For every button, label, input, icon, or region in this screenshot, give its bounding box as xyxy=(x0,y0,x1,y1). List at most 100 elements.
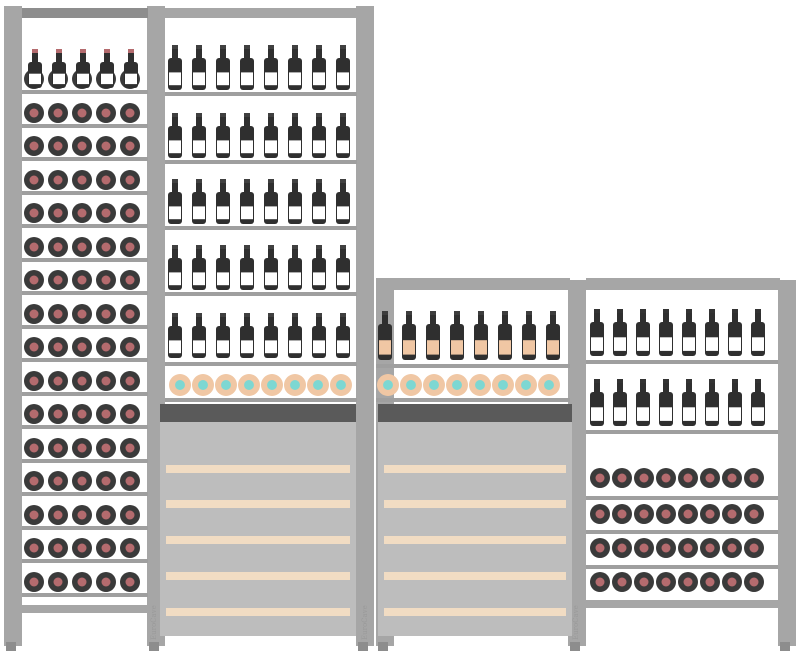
bottle-cap xyxy=(53,208,63,218)
bottle-cap xyxy=(77,510,87,520)
bottle-cap xyxy=(172,113,178,117)
bottle-cap xyxy=(101,577,111,587)
bottle-label xyxy=(77,73,89,85)
drawer-unit-left-top xyxy=(160,404,356,422)
bottle-label xyxy=(337,340,349,354)
bottle-label xyxy=(241,72,253,86)
shelf-left xyxy=(22,425,148,429)
bottle-cap xyxy=(406,311,412,315)
bottle-cap xyxy=(175,380,185,390)
bottle-label xyxy=(265,206,277,220)
bottle-cap xyxy=(172,45,178,49)
bottle-neck xyxy=(526,314,532,326)
bottle-cap xyxy=(340,245,346,249)
bottle-cap xyxy=(29,108,39,118)
bottle-neck xyxy=(172,116,178,128)
bottle-label xyxy=(499,340,511,355)
bottle-neck xyxy=(594,312,600,324)
bottle-cap xyxy=(53,409,63,419)
bottle-label xyxy=(752,407,764,421)
bottle-label xyxy=(169,206,181,220)
frame-foot xyxy=(378,642,388,651)
bottle-cap xyxy=(29,242,39,252)
bottle-neck xyxy=(220,316,226,328)
bottle-neck xyxy=(755,312,761,324)
brand-mark-left: EuroCave xyxy=(150,605,158,640)
bottle-cap xyxy=(617,473,627,483)
shelf-tall xyxy=(165,160,357,164)
bottle-neck xyxy=(663,382,669,394)
frame-foot xyxy=(570,642,580,651)
bottle-label xyxy=(614,407,626,421)
bottle-cap xyxy=(101,141,111,151)
bottle-cap xyxy=(29,577,39,587)
shelf-left xyxy=(22,559,148,563)
bottle-cap xyxy=(29,175,39,185)
bottle-neck xyxy=(316,316,322,328)
bottle-cap xyxy=(663,379,669,383)
bottle-neck xyxy=(196,182,202,194)
bottle-cap xyxy=(292,45,298,49)
bottle-cap xyxy=(53,510,63,520)
bottle-cap xyxy=(220,179,226,183)
shelf-left xyxy=(22,526,148,530)
bottle-label xyxy=(241,340,253,354)
bottle-label xyxy=(169,340,181,354)
bottle-label xyxy=(427,340,439,355)
bottle-label xyxy=(241,206,253,220)
shelf-right xyxy=(586,496,778,500)
bottle-neck xyxy=(340,248,346,260)
bottle-neck xyxy=(732,312,738,324)
bottle-cap xyxy=(502,311,508,315)
wood-drawer-front xyxy=(166,572,350,580)
shelf-left xyxy=(22,492,148,496)
bottle-neck xyxy=(617,312,623,324)
bottle-label xyxy=(289,272,301,286)
bottle-cap xyxy=(101,376,111,386)
bottle-cap xyxy=(53,577,63,587)
bottle-cap xyxy=(683,543,693,553)
bottles-layer xyxy=(24,45,765,602)
bottle-cap xyxy=(382,311,388,315)
bottle-neck xyxy=(172,48,178,60)
shelf-left xyxy=(22,124,148,128)
bottle-cap xyxy=(125,510,135,520)
bottle-neck xyxy=(316,182,322,194)
bottle-label xyxy=(313,206,325,220)
bottle-cap xyxy=(594,309,600,313)
bottle-cap xyxy=(77,141,87,151)
bottle-cap xyxy=(661,577,671,587)
bottle-cap xyxy=(77,376,87,386)
bottle-neck xyxy=(663,312,669,324)
bottle-cap xyxy=(101,175,111,185)
bottle-neck xyxy=(292,48,298,60)
bottle-label xyxy=(637,337,649,351)
bottle-neck xyxy=(640,312,646,324)
bottle-cap xyxy=(452,380,462,390)
bottle-cap xyxy=(53,309,63,319)
bottle-cap xyxy=(727,473,737,483)
bottle-label xyxy=(101,73,113,85)
bottle-cap xyxy=(292,113,298,117)
bottle-cap xyxy=(755,379,761,383)
bottle-neck xyxy=(732,382,738,394)
top-rail-left xyxy=(22,8,148,18)
shelf-bars xyxy=(22,90,778,597)
bottle-cap xyxy=(196,113,202,117)
bottle-cap xyxy=(705,577,715,587)
bottle-label xyxy=(289,72,301,86)
bottle-label xyxy=(591,407,603,421)
bottle-cap xyxy=(29,309,39,319)
bottle-cap xyxy=(29,141,39,151)
bottle-cap xyxy=(220,113,226,117)
bottle-cap xyxy=(478,311,484,315)
bottle-neck xyxy=(430,314,436,326)
bottle-label xyxy=(313,72,325,86)
bottle-cap xyxy=(727,543,737,553)
shelf-tall xyxy=(165,92,357,96)
bottle-cap xyxy=(661,473,671,483)
bottle-cap xyxy=(125,108,135,118)
bottle-label xyxy=(614,337,626,351)
bottle-cap xyxy=(316,179,322,183)
bottle-label xyxy=(193,72,205,86)
